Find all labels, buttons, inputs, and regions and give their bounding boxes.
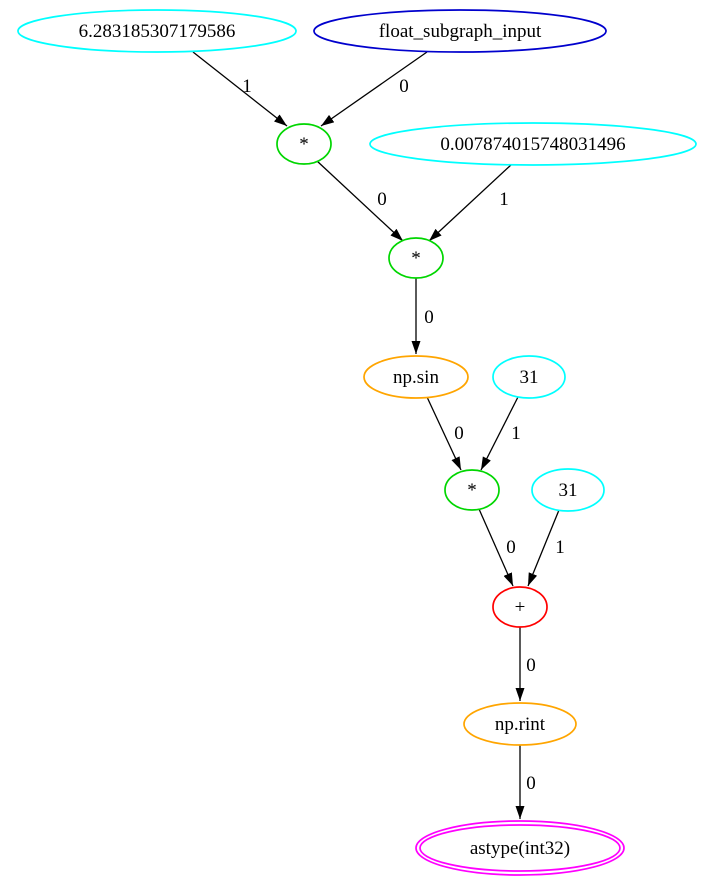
- node-shape: [463, 702, 577, 746]
- node-shape: [415, 820, 625, 876]
- node-shape: [313, 9, 607, 53]
- node-mul-1: *: [276, 123, 332, 165]
- edge-const-0079-to-mul-2: 1: [428, 163, 513, 242]
- edge-const-tau-to-mul-1: 1: [192, 51, 288, 127]
- edge-mul-2-to-np-sin: 0: [411, 278, 434, 354]
- node-label: 0.007874015748031496: [440, 134, 625, 155]
- nodes-layer: 6.283185307179586 float_subgraph_input * 0.…: [17, 9, 697, 876]
- node-shape: [531, 468, 605, 512]
- node-np-sin: np.sin: [363, 355, 469, 399]
- node-shape: [492, 586, 548, 628]
- node-label: 31: [559, 480, 578, 501]
- node-const-tau: 6.283185307179586: [17, 9, 297, 53]
- edge-np-sin-to-mul-3: 0: [426, 396, 464, 471]
- node-shape-inner: [419, 824, 621, 872]
- edge-label: 1: [511, 423, 521, 444]
- node-label: *: [299, 134, 309, 155]
- node-shape: [363, 355, 469, 399]
- node-astype-int32: astype(int32): [415, 820, 625, 876]
- node-const-0079: 0.007874015748031496: [369, 122, 697, 166]
- node-label: astype(int32): [470, 838, 570, 859]
- node-add: +: [492, 586, 548, 628]
- node-shape: [492, 355, 566, 399]
- node-label: *: [467, 480, 477, 501]
- edge-float-subgraph-input-to-mul-1: 0: [320, 51, 428, 127]
- edge-label: 0: [526, 655, 536, 676]
- edge-label: 1: [555, 537, 565, 558]
- edge-mul-3-to-add: 0: [478, 508, 516, 587]
- node-shape: [444, 469, 500, 511]
- edge-label: 0: [454, 423, 464, 444]
- node-label: float_subgraph_input: [379, 21, 542, 42]
- edge-const-31-a-to-mul-3: 1: [480, 396, 521, 471]
- edge-label: 1: [242, 76, 252, 97]
- edge-label: 0: [424, 307, 434, 328]
- node-float-subgraph-input: float_subgraph_input: [313, 9, 607, 53]
- edge-label: 1: [499, 189, 509, 210]
- node-label: +: [515, 597, 526, 618]
- node-label: np.rint: [495, 714, 546, 735]
- node-label: *: [411, 248, 421, 269]
- edge-label: 0: [526, 773, 536, 794]
- node-mul-2: *: [388, 237, 444, 279]
- edge-mul-1-to-mul-2: 0: [316, 160, 404, 242]
- edge-label: 0: [506, 537, 516, 558]
- node-label: 6.283185307179586: [79, 21, 236, 42]
- node-np-rint: np.rint: [463, 702, 577, 746]
- node-label: 31: [520, 367, 539, 388]
- node-const-31-b: 31: [531, 468, 605, 512]
- edge-label: 0: [377, 189, 387, 210]
- node-shape: [388, 237, 444, 279]
- node-const-31-a: 31: [492, 355, 566, 399]
- node-mul-3: *: [444, 469, 500, 511]
- edge-label: 0: [399, 76, 409, 97]
- edge-np-rint-to-astype-int32: 0: [515, 745, 536, 819]
- edges-layer: 1 0 0 1 0 0 1 0 1 0 0: [192, 51, 565, 819]
- node-shape: [17, 9, 297, 53]
- edge-const-31-b-to-add: 1: [527, 509, 565, 587]
- node-label: np.sin: [393, 367, 439, 388]
- edge-add-to-np-rint: 0: [515, 627, 536, 701]
- node-shape: [369, 122, 697, 166]
- node-shape: [276, 123, 332, 165]
